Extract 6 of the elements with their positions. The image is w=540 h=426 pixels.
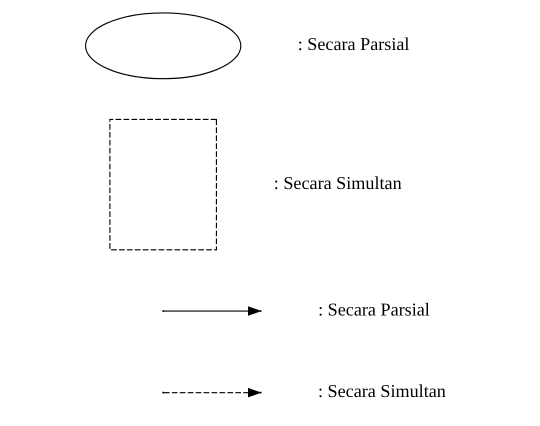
legend-label: : Secara Simultan <box>274 172 402 193</box>
node-ellipse <box>84 12 242 80</box>
legend-label: : Secara Parsial <box>318 299 430 320</box>
legend-label: : Secara Parsial <box>298 34 410 54</box>
node-box <box>109 118 218 250</box>
legend-label: : Secara Simultan <box>318 380 446 401</box>
